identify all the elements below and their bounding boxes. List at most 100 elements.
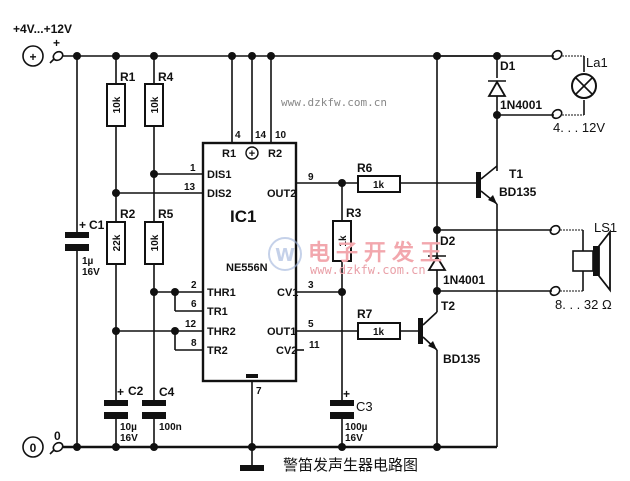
c1-plate-top [65, 232, 89, 238]
supply-label: +4V...+12V [13, 22, 72, 36]
lamp-terminal-top[interactable] [551, 49, 564, 61]
r6-value: 1k [373, 180, 385, 191]
c2-ref: C2 [128, 384, 144, 398]
t1-transistor [476, 172, 481, 198]
speaker-terminal-top[interactable] [549, 224, 562, 236]
pin-11: 11 [309, 340, 320, 351]
ground-terminal[interactable]: 0 [22, 436, 64, 458]
pin-4: 4 [235, 130, 241, 141]
ic-pin-cv2: CV2 [276, 345, 297, 357]
c1-ref: C1 [89, 218, 105, 232]
ic-pin-out1: OUT1 [267, 326, 296, 338]
watermark-brand: 电子开发王 [308, 240, 448, 266]
r4-value: 10k [150, 96, 161, 113]
watermark-logo-icon: W [268, 237, 302, 271]
vcc-icon [245, 146, 259, 160]
r3-value: 1k [338, 235, 349, 247]
c3-ref: C3 [356, 399, 373, 414]
supply-connector-icon [52, 50, 64, 62]
c1-value: 1µ [82, 256, 94, 267]
supply-terminal-symbol: + [29, 50, 36, 64]
r6-resistor [357, 175, 401, 193]
r5-value: 10k [150, 234, 161, 251]
pin-14: 14 [255, 130, 267, 141]
d2-ref: D2 [440, 234, 456, 248]
ic-part: NE556N [226, 262, 268, 274]
c2-value: 10µ [120, 422, 137, 433]
pin-1: 1 [190, 163, 196, 174]
pin-9: 9 [308, 172, 314, 183]
c3-plate-bottom [330, 412, 354, 419]
ground-symbol [240, 465, 264, 471]
t1-ref: T1 [509, 167, 523, 181]
r7-ref: R7 [357, 307, 373, 321]
ic-pin-tr2: TR2 [207, 345, 228, 357]
pin-3: 3 [308, 280, 314, 291]
speaker-terminal-bottom[interactable] [549, 285, 562, 297]
supply-terminal[interactable]: + [22, 45, 64, 67]
lamp-terminal-bottom[interactable] [551, 108, 564, 120]
ic-pin-thr2: THR2 [207, 326, 236, 338]
ic-pin-tr1: TR1 [207, 306, 228, 318]
c4-ref: C4 [159, 385, 175, 399]
ic-pin-cv1: CV1 [277, 287, 298, 299]
ic-pin-r2: R2 [268, 148, 282, 160]
r4-ref: R4 [158, 70, 174, 84]
c3-polarity: + [343, 387, 350, 401]
pin-6: 6 [191, 299, 197, 310]
ic-pin-r1: R1 [222, 148, 236, 160]
d2-part: 1N4001 [443, 273, 485, 287]
pin-13: 13 [184, 182, 196, 193]
c3-plate-top [330, 400, 354, 406]
r2-ref: R2 [120, 207, 136, 221]
t2-ref: T2 [441, 299, 455, 313]
d1-ref: D1 [500, 59, 516, 73]
vcc-symbol: + [249, 148, 255, 160]
r3-ref: R3 [346, 206, 362, 220]
c3-voltage: 16V [345, 433, 363, 444]
lamp-icon [571, 73, 597, 99]
c2-plate-bottom [104, 412, 128, 419]
ic-pin-out2: OUT2 [267, 188, 296, 200]
ic-ref: IC1 [230, 207, 256, 226]
t2-part: BD135 [443, 352, 481, 366]
r1-value: 10k [112, 96, 123, 113]
t1-part: BD135 [499, 185, 537, 199]
t2-transistor [418, 318, 423, 344]
speaker-ref: LS1 [594, 220, 617, 235]
watermark-url-center: www.dzkfw.com.cn [310, 263, 426, 277]
ground-label: 0 [54, 429, 61, 443]
pin-2: 2 [191, 280, 197, 291]
c4-plate-top [142, 400, 166, 406]
pin-5: 5 [308, 319, 314, 330]
r2-value: 22k [112, 234, 123, 251]
c1-polarity: + [79, 218, 86, 232]
c4-value: 100n [159, 422, 182, 433]
pin-10: 10 [275, 130, 287, 141]
r5-ref: R5 [158, 207, 174, 221]
diagram-title: 警笛发声生器电路图 [283, 456, 418, 474]
speaker-rating: 8. . . 32 Ω [555, 297, 612, 312]
ic-pin-dis2: DIS2 [207, 188, 231, 200]
speaker-icon [572, 229, 611, 293]
c2-polarity: + [117, 385, 124, 399]
c1-plate-bottom [65, 244, 89, 251]
pin-8: 8 [191, 338, 197, 349]
ic-pin-dis1: DIS1 [207, 169, 231, 181]
ic1-body [201, 141, 298, 383]
d1-part: 1N4001 [500, 98, 542, 112]
pin-7: 7 [256, 386, 262, 397]
watermark-logo-letter: W [275, 245, 295, 266]
c3-value: 100µ [345, 422, 368, 433]
watermark-url-top: www.dzkfw.com.cn [281, 96, 387, 109]
r1-ref: R1 [120, 70, 136, 84]
r7-value: 1k [373, 327, 385, 338]
ground-terminal-symbol: 0 [30, 441, 37, 455]
c4-plate-bottom [142, 412, 166, 419]
supply-plus: + [53, 36, 60, 50]
ground-connector-icon [52, 441, 64, 453]
c1-voltage: 16V [82, 267, 100, 278]
c2-voltage: 16V [120, 433, 138, 444]
lamp-ref: La1 [586, 55, 608, 70]
